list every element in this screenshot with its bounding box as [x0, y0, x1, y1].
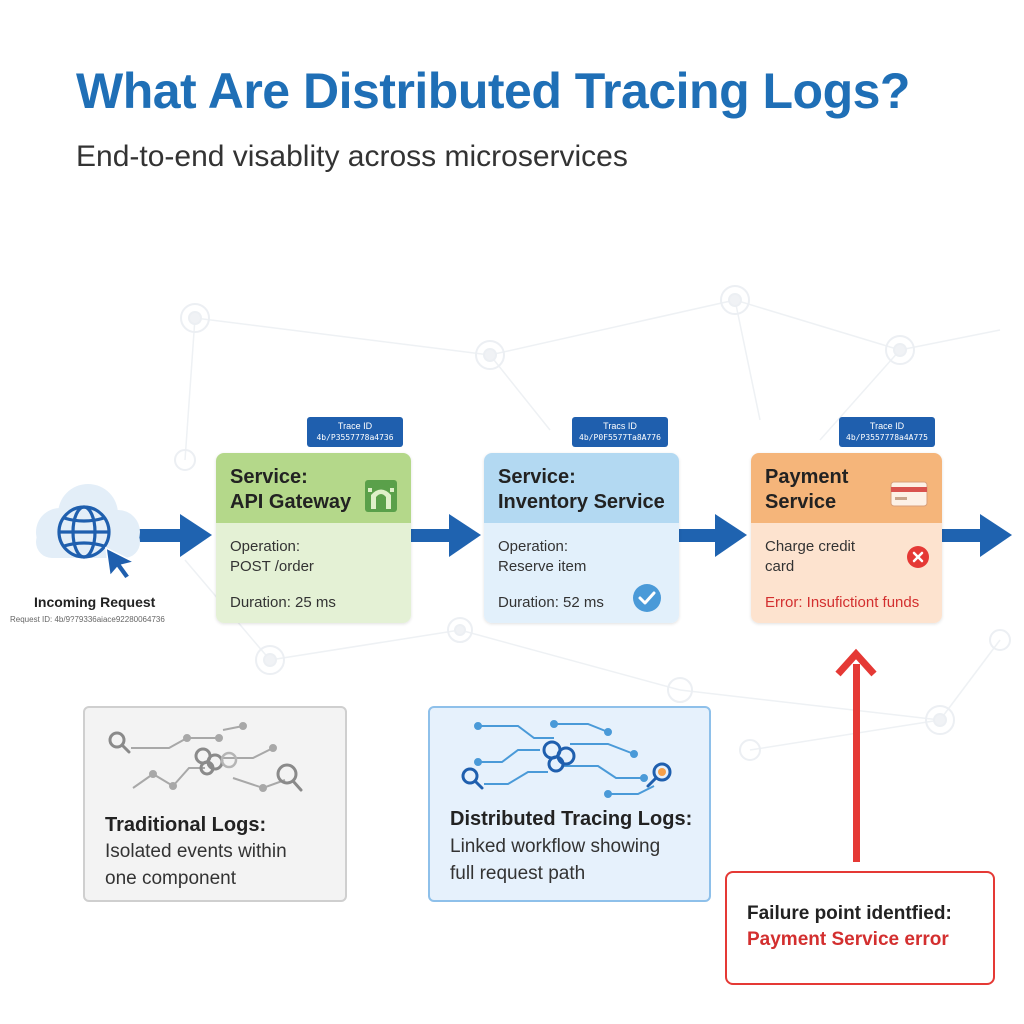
page-title: What Are Distributed Tracing Logs? — [76, 63, 910, 119]
traditional-logs-description: Isolated events within one component — [105, 841, 287, 889]
service-card-payment-service: Payment Service Charge credit card Error… — [751, 453, 942, 623]
trace-id-badge: Trace ID 4b/P3557778a4736 — [307, 417, 403, 447]
card-body: Charge credit card Error: Insufictiont f… — [751, 523, 942, 623]
trace-id-badge: Tracs ID 4b/P0F5577Ta8A776 — [572, 417, 668, 447]
card-title: Service: API Gateway — [230, 466, 352, 513]
card-body: Operation: POST /order Duration: 25 ms — [216, 523, 411, 623]
trace-id-value: 4b/P3557778a4736 — [316, 433, 394, 442]
failure-point-callout: Failure point identfied: Payment Service… — [725, 871, 995, 985]
trace-id-label: Trace ID — [337, 421, 373, 431]
isolated-nodes-illustration — [108, 722, 303, 792]
card-header: Payment Service — [751, 453, 942, 523]
trace-id-label: Trace ID — [869, 421, 905, 431]
failure-point-label: Failure point identfied: — [747, 903, 952, 924]
trace-id-value: 4b/P0F5577Ta8A776 — [579, 433, 661, 442]
error-x-icon — [907, 546, 929, 568]
traditional-logs-title: Traditional Logs: — [105, 814, 267, 836]
distributed-tracing-logs-description: Linked workflow showing full request pat… — [450, 836, 661, 884]
failure-point-detail: Payment Service error — [747, 929, 949, 950]
trace-id-badge: Trace ID 4b/P3557778a4A775 — [839, 417, 935, 447]
arrow-to-inventory-service — [410, 514, 481, 557]
cloud-globe-icon — [36, 484, 140, 580]
arrow-to-payment-service — [676, 514, 747, 557]
gateway-icon — [365, 480, 397, 512]
card-body: Operation: Reserve item Duration: 52 ms — [484, 523, 679, 623]
operation-text: Charge credit card — [765, 538, 856, 575]
duration-text: Duration: 25 ms — [230, 594, 336, 611]
operation-text: Operation: POST /order — [230, 538, 314, 575]
check-circle-icon — [633, 584, 661, 612]
distributed-tracing-logs-box: Distributed Tracing Logs: Linked workflo… — [428, 706, 711, 902]
traditional-logs-box: Traditional Logs: Isolated events within… — [83, 706, 347, 902]
arrow-out-of-payment-service — [942, 514, 1012, 557]
trace-id-label: Tracs ID — [603, 421, 637, 431]
trace-id-value: 4b/P3557778a4A775 — [846, 433, 928, 442]
card-header: Service: Inventory Service — [484, 453, 679, 523]
service-card-inventory-service: Service: Inventory Service Operation: Re… — [484, 453, 679, 623]
card-title: Payment Service — [765, 466, 849, 513]
arrow-to-api-gateway — [133, 514, 212, 557]
operation-text: Operation: Reserve item — [498, 538, 587, 575]
duration-text: Duration: 52 ms — [498, 594, 604, 611]
error-text: Error: Insufictiont funds — [765, 594, 920, 611]
card-header: Service: API Gateway — [216, 453, 411, 523]
service-card-api-gateway: Service: API Gateway Operation: POST /or… — [216, 453, 411, 623]
page-subtitle: End-to-end visablity across microservice… — [76, 140, 628, 173]
distributed-tracing-logs-title: Distributed Tracing Logs: — [450, 808, 693, 830]
linked-nodes-illustration — [461, 720, 672, 798]
request-id: Request ID: 4b/9?79336aiace92280064736 — [10, 615, 165, 624]
credit-card-icon — [890, 481, 928, 507]
incoming-request-label: Incoming Request — [34, 594, 156, 610]
failure-pointer-arrow — [835, 648, 877, 862]
card-title: Service: Inventory Service — [498, 466, 665, 513]
